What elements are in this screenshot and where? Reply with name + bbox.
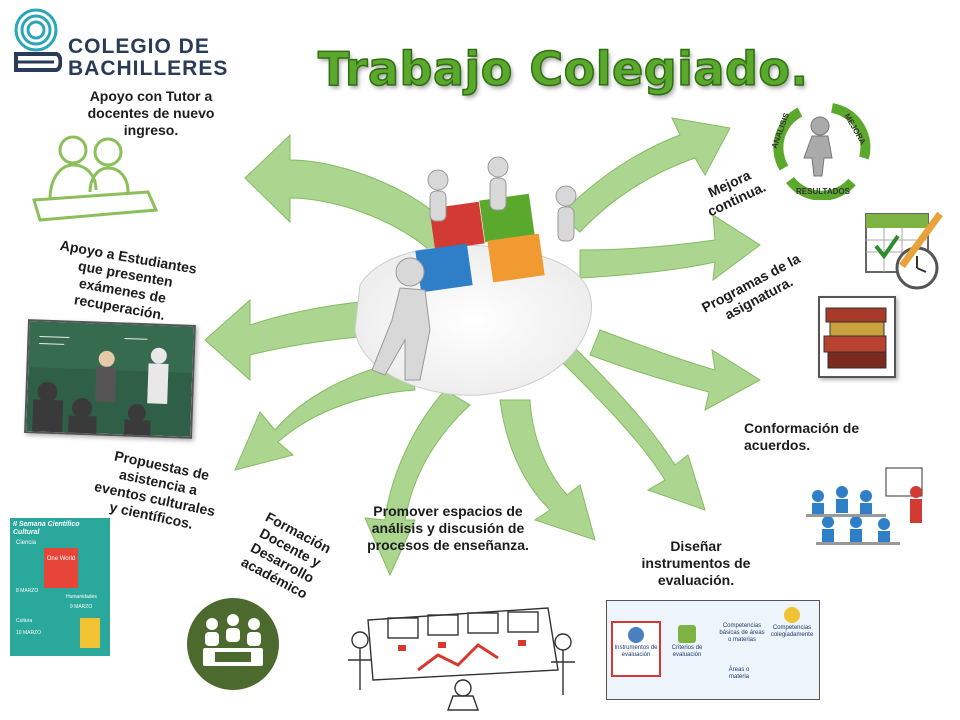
arrow-top-left — [244, 133, 471, 266]
arrow-bottom-right — [559, 347, 706, 511]
criteria-icon — [678, 625, 696, 643]
poster-item-3: Humanidades — [66, 594, 97, 600]
eval-box-1: Instrumentos de evaluación — [611, 621, 661, 677]
poster-item-4: Cultura — [16, 618, 33, 624]
poster-date-3: 10 MARZO — [16, 630, 42, 636]
meeting-icon — [187, 598, 279, 690]
eval-box-2-label: Criterios de evaluación — [671, 645, 703, 658]
evaluation-diagram: Instrumentos de evaluación Criterios de … — [606, 600, 820, 700]
cycle-label-results: RESULTADOS — [796, 187, 851, 196]
event-poster: II Semana Científico Cultural Ciencia On… — [10, 518, 110, 656]
eval-box-2: Criterios de evaluación — [665, 623, 709, 669]
competency-icon — [784, 607, 800, 623]
arrow-upper-right — [579, 214, 761, 282]
arrow-top-right — [559, 117, 731, 233]
poster-date-2: 9 MARZO — [70, 604, 93, 610]
logo: COLEGIO DE BACHILLERES — [8, 8, 228, 80]
logo-line1: COLEGIO DE — [68, 35, 210, 58]
arrow-bottom — [499, 399, 596, 541]
poster-item-2: One World — [46, 556, 76, 562]
logo-text: COLEGIO DE BACHILLERES — [68, 36, 228, 80]
label-disenar: Diseñar instrumentos de evaluación. — [641, 538, 751, 588]
eval-box-3: Competencias básicas de áreas o materias — [719, 623, 765, 665]
eval-box-1-label: Instrumentos de evaluación — [614, 645, 658, 658]
poster-figure: One World — [44, 548, 78, 588]
arrow-bottom-left — [364, 389, 471, 577]
poster-decoration — [80, 618, 100, 648]
label-promover: Promover espacios de análisis y discusió… — [367, 503, 529, 553]
poster-item-1: Ciencia — [16, 540, 37, 546]
logo-icon — [14, 8, 62, 72]
arrow-right — [589, 329, 761, 411]
user-icon — [628, 627, 644, 643]
books-icon — [818, 296, 896, 378]
poster-title: II Semana Científico Cultural — [13, 521, 80, 536]
logo-line2: BACHILLERES — [68, 57, 229, 80]
improvement-cycle-icon: ANALISIS MEJORA RESULTADOS — [770, 103, 871, 200]
arrow-left — [204, 298, 406, 382]
eval-box-4-label: Competencias colegiadamente — [770, 625, 814, 638]
analysis-sketch — [348, 607, 575, 711]
meeting-room-icon — [806, 467, 923, 545]
label-conformacion: Conformación de acuerdos. — [744, 420, 860, 453]
eval-box-3-label: Competencias básicas de áreas o materias — [719, 623, 765, 643]
page-title: Trabajo Colegiado. — [317, 41, 809, 97]
classroom-photo — [24, 319, 196, 439]
calendar-icon — [865, 211, 943, 290]
eval-box-4: Competencias colegiadamente — [769, 605, 815, 645]
tutor-icon — [32, 135, 159, 222]
arrow-lower-left — [234, 359, 416, 471]
eval-box-5-label: Áreas o materia — [728, 667, 750, 680]
label-tutor: Apoyo con Tutor a docentes de nuevo ingr… — [87, 88, 215, 138]
poster-date-1: 8 MARZO — [16, 588, 39, 594]
eval-box-5: Áreas o materia — [719, 667, 759, 697]
